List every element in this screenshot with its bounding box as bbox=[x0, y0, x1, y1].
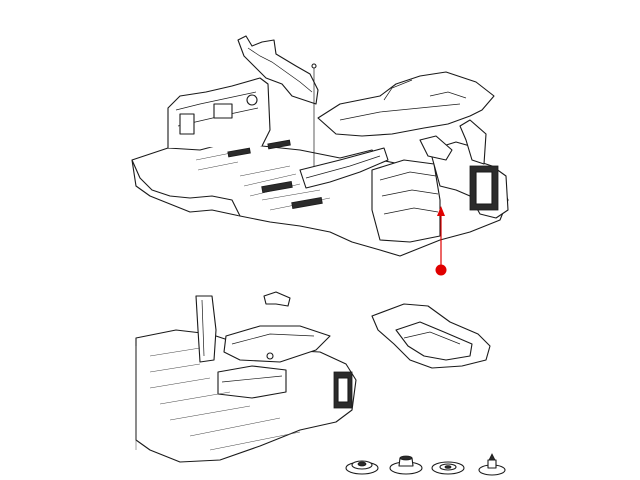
cargo-cover-tray bbox=[223, 325, 331, 363]
push-pin-retainer-icon[interactable] bbox=[389, 455, 423, 475]
round-clip-icon[interactable] bbox=[345, 460, 379, 475]
flat-disc-clip-icon[interactable] bbox=[431, 461, 465, 475]
upper-floor-assembly bbox=[131, 35, 509, 257]
center-tunnel bbox=[299, 147, 389, 189]
floor-mat-inner-pad bbox=[395, 321, 473, 361]
left-floor-edge bbox=[131, 159, 241, 217]
fastener-row bbox=[345, 453, 506, 476]
lower-cargo-detail bbox=[135, 291, 357, 463]
rear-cargo-well bbox=[371, 159, 441, 243]
dash-bracket bbox=[237, 35, 319, 105]
firewall-cutout bbox=[179, 113, 195, 135]
callout-dot[interactable] bbox=[435, 264, 447, 276]
rear-carpet-panel bbox=[317, 71, 495, 137]
floor-mat-part[interactable] bbox=[371, 303, 491, 369]
christmas-tree-clip-icon[interactable] bbox=[478, 453, 506, 476]
cargo-pillar bbox=[195, 295, 217, 363]
callout-arrowhead bbox=[437, 206, 445, 216]
callout-marker[interactable] bbox=[435, 206, 447, 276]
